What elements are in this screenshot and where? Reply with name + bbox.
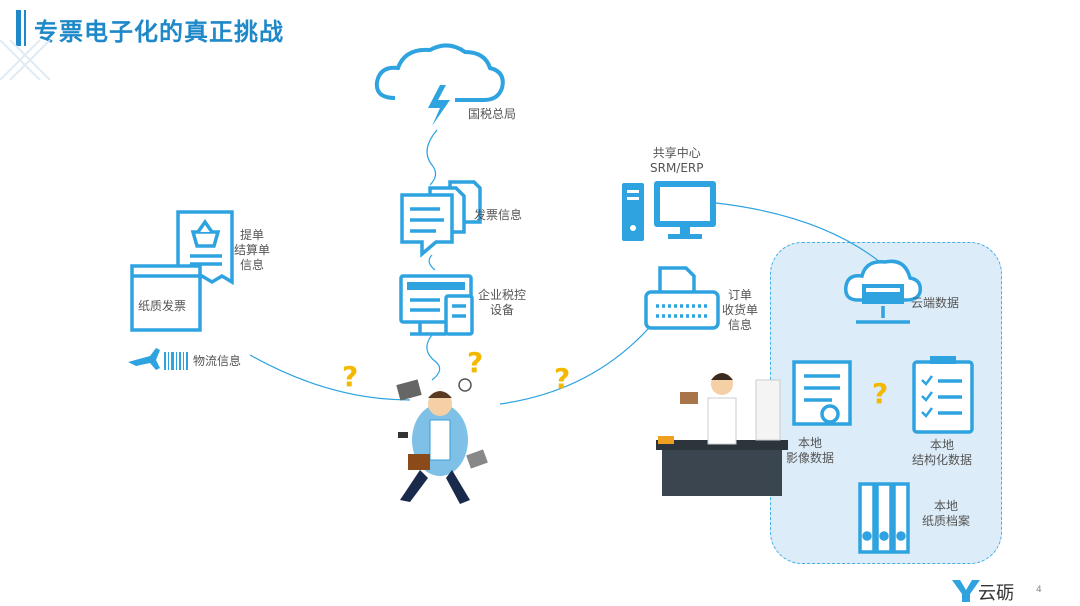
title-accent-line [24,10,26,46]
order-printer-icon [644,266,720,330]
desk-worker-illustration [656,373,788,496]
question-mark-right: ? [554,362,571,395]
archive-binders-icon [858,482,910,554]
page-title: 专票电子化的真正挑战 [34,18,284,46]
barcode-icon [164,352,188,370]
brand-logo-icon [952,580,980,602]
local-image-doc-icon [792,360,852,426]
page-number: 4 [1036,585,1042,595]
computer-icon [622,181,716,241]
paper-invoice-icon [130,264,202,332]
label-local-paper: 本地纸质档案 [922,499,971,528]
connector-lines [249,129,881,405]
label-local-image: 本地影像数据 [786,436,835,465]
airplane-icon [128,348,160,370]
label-invoice-info: 发票信息 [474,208,523,222]
label-tax-device: 企业税控设备 [478,288,527,317]
tax-device-icon [399,274,474,336]
label-cloud-data: 云端数据 [911,296,960,310]
cloud-to-invoice-line [426,129,438,186]
tax-cloud-icon [374,43,505,126]
title-accent-bar [16,10,21,46]
busy-businessman-illustration [396,378,488,504]
label-local-structured: 本地结构化数据 [912,438,973,467]
cloud-server-icon [844,259,923,324]
question-mark-panel: ? [872,377,889,410]
watermark-logo [0,39,51,81]
invoice-doc-icon [400,180,482,258]
label-tax-bureau: 国税总局 [468,107,517,121]
local-checklist-icon [912,356,974,434]
question-mark-left: ? [342,360,359,393]
label-paper-invoice: 纸质发票 [138,299,187,313]
label-logistics-info: 物流信息 [193,354,242,368]
brand-name: 云砺 [978,583,1014,604]
label-bill-info: 提单结算单信息 [234,228,271,272]
question-mark-top: ? [467,346,484,379]
label-order-info: 订单收货单信息 [722,288,759,332]
